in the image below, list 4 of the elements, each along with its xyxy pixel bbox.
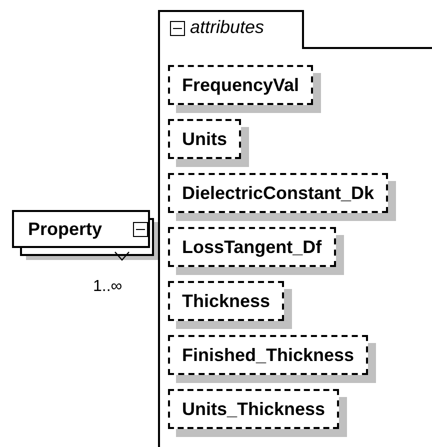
compartment-title: attributes [190, 17, 264, 38]
element-box [12, 210, 150, 248]
element-name: Property [28, 219, 102, 240]
multiplicity-label: 1..∞ [93, 278, 122, 296]
